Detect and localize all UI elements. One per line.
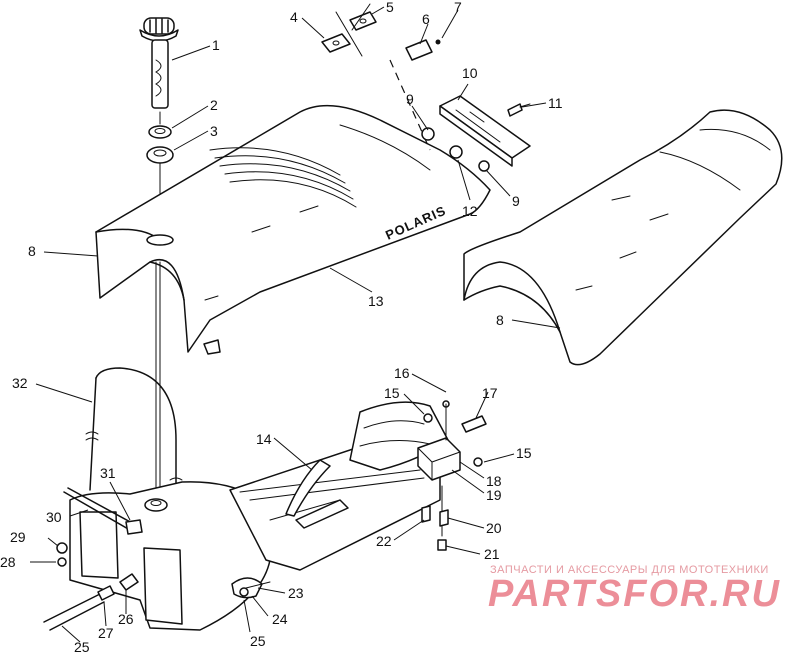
watermark: ЗАПЧАСТИ И АКСЕССУАРЫ ДЛЯ МОТОТЕХНИКИ PA… <box>488 564 781 615</box>
callout-19: 19 <box>486 487 502 503</box>
callout-28: 28 <box>0 554 16 570</box>
callout-30: 30 <box>46 509 62 525</box>
callout-22: 22 <box>376 533 392 549</box>
callout-15-left: 15 <box>384 385 400 401</box>
regulator-block <box>417 400 487 551</box>
callout-12: 12 <box>462 203 478 219</box>
leader-lines <box>30 6 561 643</box>
callout-24: 24 <box>272 611 288 627</box>
callout-25-left: 25 <box>74 639 90 654</box>
fuel-pickup-tube <box>85 261 183 493</box>
watermark-subtitle: ЗАПЧАСТИ И АКСЕССУАРЫ ДЛЯ МОТОТЕХНИКИ <box>490 564 769 576</box>
callout-17: 17 <box>482 385 498 401</box>
callout-14: 14 <box>256 431 272 447</box>
callout-25-right: 25 <box>250 633 266 649</box>
callout-3: 3 <box>210 123 218 139</box>
callout-1: 1 <box>212 37 220 53</box>
callout-4: 4 <box>290 9 298 25</box>
callout-23: 23 <box>288 585 304 601</box>
cap-grommet <box>146 146 174 164</box>
seat-cover: POLARIS <box>95 104 491 355</box>
callout-10: 10 <box>462 65 478 81</box>
callout-9-lower: 9 <box>512 193 520 209</box>
callout-11: 11 <box>548 95 563 111</box>
callout-8-right: 8 <box>496 312 504 328</box>
latch-hardware <box>231 505 449 599</box>
callout-9-upper: 9 <box>406 91 414 107</box>
watermark-logo-text: PARTSFOR.RU <box>488 573 781 615</box>
fuel-cap <box>139 17 179 109</box>
callout-27: 27 <box>98 625 114 641</box>
fuel-line <box>43 542 139 631</box>
callout-7: 7 <box>454 0 462 15</box>
callout-18: 18 <box>486 473 502 489</box>
callout-13: 13 <box>368 293 384 309</box>
tail-bracket <box>421 95 531 172</box>
callout-21: 21 <box>484 546 500 562</box>
callout-5: 5 <box>386 0 394 15</box>
callout-15-right: 15 <box>516 445 532 461</box>
callout-26: 26 <box>118 611 134 627</box>
chassis-tunnel <box>229 401 449 571</box>
callout-16: 16 <box>394 365 410 381</box>
callout-labels: 1 2 3 4 5 6 7 8 8 9 9 10 11 12 13 14 15 … <box>0 0 563 654</box>
fuel-tank <box>63 481 271 631</box>
callout-8-upper: 8 <box>28 243 36 259</box>
cap-washer <box>148 125 172 139</box>
callout-6: 6 <box>422 11 430 27</box>
seat-cushion <box>463 109 783 366</box>
callout-31: 31 <box>100 465 116 481</box>
callout-32: 32 <box>12 375 28 391</box>
callout-29: 29 <box>10 529 26 545</box>
callout-20: 20 <box>486 520 502 536</box>
clip-parts <box>321 3 441 151</box>
callout-2: 2 <box>210 97 218 113</box>
